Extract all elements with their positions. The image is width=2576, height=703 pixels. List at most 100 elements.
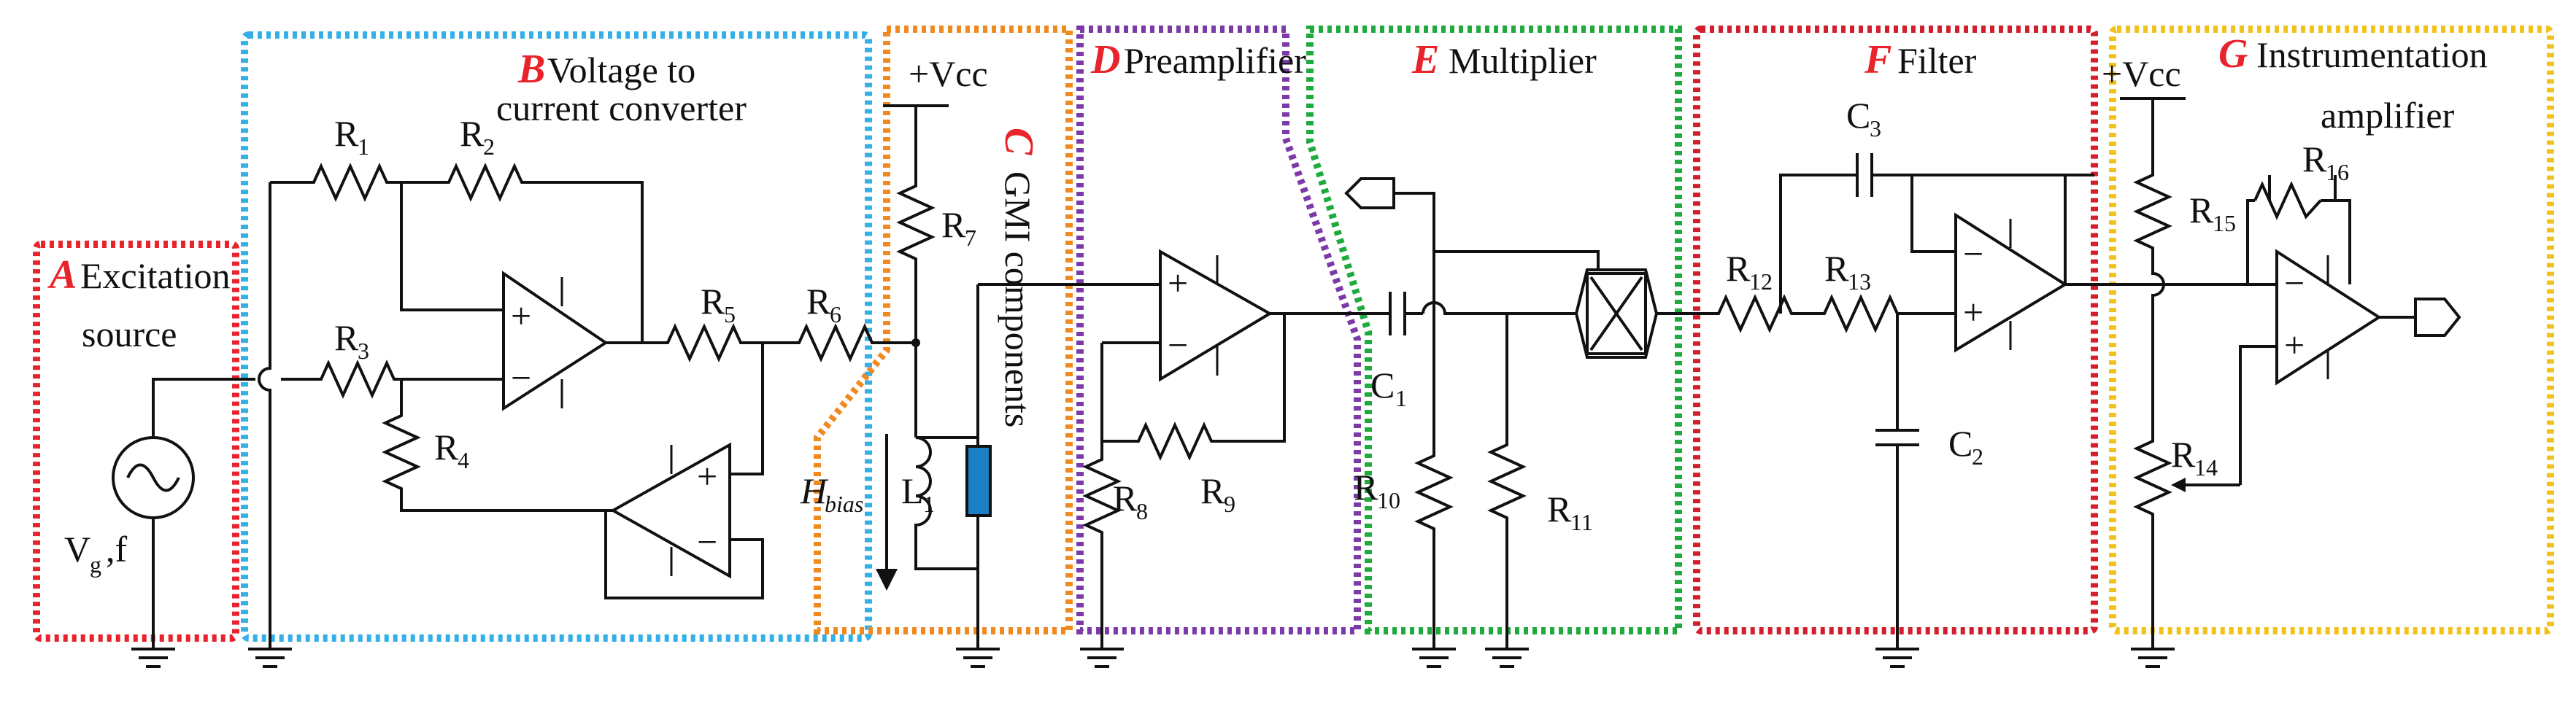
svg-text:R: R: [460, 113, 485, 154]
section-e-title: E Multiplier: [1411, 37, 1597, 82]
section-b-label: Voltage to: [547, 50, 695, 90]
section-b-label-2: current converter: [496, 88, 747, 128]
svg-text:R: R: [434, 427, 459, 467]
resistor-r8: [1082, 445, 1122, 649]
ac-voltage-source: [112, 378, 255, 649]
resistor-r10: [1414, 445, 1454, 649]
section-f-wiring: [1708, 153, 2160, 649]
resistor-r4: [382, 379, 613, 512]
section-g-label: Instrumentation: [2256, 34, 2488, 75]
svg-text:+: +: [2284, 325, 2305, 365]
section-b-box: [241, 31, 872, 642]
section-b-letter: B: [517, 47, 545, 92]
svg-text:1: 1: [358, 133, 369, 160]
svg-text:bias: bias: [825, 491, 863, 517]
b-resistor-labels: R1 R2 R3 R4 R5 R6: [334, 113, 841, 473]
svg-text:1: 1: [923, 491, 935, 517]
section-b-wiring: [258, 163, 916, 649]
gmi-sensor-element: [965, 445, 992, 517]
svg-text:+Vcc: +Vcc: [2102, 53, 2181, 94]
section-d-label: Preamplifier: [1124, 40, 1306, 81]
opamp-4: − +: [1954, 212, 2068, 353]
section-f-letter: F: [1864, 37, 1891, 82]
resistor-r13: [1810, 294, 1956, 333]
section-a-label-2: source: [82, 314, 177, 354]
section-g-letter: G: [2218, 31, 2248, 77]
svg-text:−: −: [1963, 233, 1983, 274]
section-e-wiring: [1344, 177, 1708, 649]
svg-text:R: R: [1200, 470, 1225, 511]
resistor-r16: [2253, 181, 2322, 220]
section-g-label-2: amplifier: [2321, 95, 2455, 136]
svg-text:H: H: [800, 470, 829, 511]
inductor-l1: [914, 436, 978, 570]
section-c-letter: C: [996, 128, 1041, 155]
svg-text:15: 15: [2213, 210, 2236, 236]
opamp-1: + −: [502, 271, 609, 411]
section-g-wiring: [2120, 97, 2461, 649]
svg-text:2: 2: [1972, 443, 1983, 470]
svg-text:C: C: [1370, 365, 1395, 405]
section-d-wiring: [1082, 283, 1368, 649]
svg-text:L: L: [901, 470, 924, 511]
section-d-box: [1076, 26, 1361, 634]
resistor-r11: [1487, 314, 1527, 649]
capacitor-c3: [1856, 153, 2094, 197]
section-a-box: [33, 241, 239, 642]
section-c-label: GMI components: [998, 171, 1038, 427]
resistor-r6: [788, 323, 916, 362]
svg-text:3: 3: [1870, 115, 1881, 141]
svg-text:R: R: [941, 204, 966, 245]
svg-text:C: C: [1948, 423, 1973, 464]
svg-text:R: R: [1547, 489, 1572, 529]
section-a-label: Excitation: [80, 255, 231, 296]
svg-text:g: g: [90, 551, 101, 578]
svg-text:5: 5: [724, 301, 736, 327]
section-f-box: [1693, 26, 2098, 634]
resistor-r14: [2133, 430, 2172, 649]
svg-text:6: 6: [830, 301, 841, 327]
g-labels: +Vcc R15 R16 R14: [2102, 53, 2349, 481]
section-f-title: F Filter: [1864, 37, 1977, 82]
svg-text:2: 2: [483, 133, 495, 160]
d-labels: R8 R9: [1113, 470, 1235, 524]
section-f-label: Filter: [1897, 40, 1977, 81]
svg-text:7: 7: [965, 225, 976, 251]
resistor-r7: [896, 175, 936, 438]
svg-text:14: 14: [2194, 454, 2218, 481]
svg-text:1: 1: [1395, 385, 1407, 411]
svg-text:R: R: [1113, 478, 1138, 518]
section-d-title: D Preamplifier: [1090, 37, 1306, 82]
section-d-letter: D: [1090, 37, 1120, 82]
section-c-box: [814, 26, 1073, 634]
svg-text:R: R: [334, 317, 359, 358]
vg-label: V g ,f: [64, 529, 128, 578]
svg-text:+: +: [511, 295, 531, 336]
resistor-r1: [299, 163, 401, 202]
section-e-label: Multiplier: [1449, 40, 1597, 81]
svg-text:R: R: [2302, 139, 2327, 179]
svg-text:10: 10: [1377, 487, 1400, 513]
section-e-letter: E: [1411, 37, 1439, 82]
svg-text:,f: ,f: [106, 529, 128, 570]
svg-text:R: R: [701, 281, 725, 322]
section-g-title: G Instrumentation amplifier: [2218, 31, 2488, 136]
svg-text:R: R: [1354, 467, 1378, 508]
capacitor-c1: [1368, 292, 1423, 335]
section-a-title: A Excitation source: [47, 252, 231, 354]
svg-text:8: 8: [1136, 498, 1148, 524]
section-b-title: B Voltage to current converter: [496, 47, 747, 128]
svg-text:12: 12: [1749, 268, 1773, 295]
svg-text:+: +: [1168, 263, 1188, 303]
svg-text:C: C: [1846, 95, 1870, 136]
resistor-r5: [642, 323, 763, 362]
resistor-r12: [1708, 294, 1810, 333]
svg-text:13: 13: [1848, 268, 1871, 295]
opamp-2: + −: [609, 442, 731, 579]
capacitor-c2: [1875, 429, 1919, 446]
svg-text:−: −: [2284, 263, 2305, 303]
svg-text:11: 11: [1570, 509, 1593, 535]
svg-text:+: +: [1963, 292, 1983, 333]
svg-text:4: 4: [458, 447, 469, 473]
